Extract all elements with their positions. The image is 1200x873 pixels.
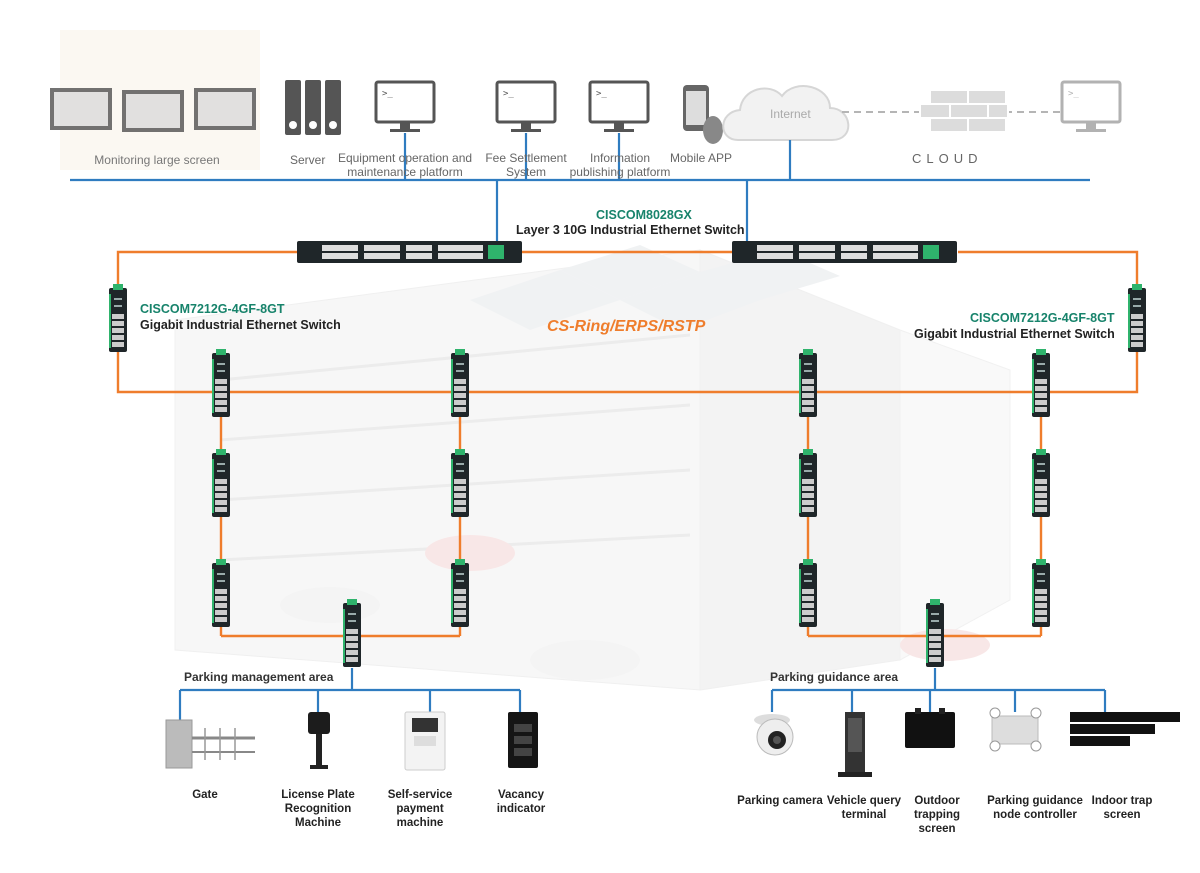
ring-switch-right-model: CISCOM7212G-4GF-8GT	[970, 311, 1115, 325]
core-switch-right	[732, 241, 957, 263]
info-platform-monitor-icon	[588, 80, 650, 134]
din-switch-l1	[212, 349, 230, 417]
din-switch-m2	[451, 449, 469, 517]
node-controller-label-line2: node controller	[993, 809, 1077, 821]
core-switch-title: CISCOM8028GX	[596, 207, 692, 223]
din-switch-l2	[212, 449, 230, 517]
lpr-label-line3: Machine	[294, 817, 342, 829]
monitoring-room-icon	[50, 88, 256, 132]
parking-camera-label: Parking camera	[737, 795, 823, 807]
payment-label-line3: machine	[396, 817, 444, 829]
management-area-bus	[178, 668, 522, 720]
server-icon	[285, 80, 341, 135]
self-service-payment-machine-icon	[404, 711, 446, 771]
outdoor-screen-label-line3: screen	[918, 823, 956, 835]
ring-switch-right-title: CISCOM7212G-4GF-8GT	[970, 310, 1114, 326]
ops-platform-label-line2: maintenance platform	[347, 165, 463, 179]
din-switch-r1	[799, 349, 817, 417]
mobile-app-label: Mobile APP	[669, 151, 733, 165]
core-switch-desc-wrap: Layer 3 10G Industrial Ethernet Switch	[516, 222, 745, 238]
ring-switch-right-din	[1128, 284, 1146, 352]
server-label: Server	[290, 153, 326, 167]
monitoring-screen-label: Monitoring large screen	[94, 153, 220, 167]
node-controller-label-line1: Parking guidance	[987, 795, 1083, 807]
ring-protocol-label: CS-Ring/ERPS/RSTP	[547, 318, 706, 335]
mobile-phone-icon	[683, 85, 723, 144]
fee-system-label-line1: Fee Settlement	[485, 151, 567, 165]
ops-platform-label-line1: Equipment operation and	[337, 151, 473, 165]
guidance-area-bus	[770, 668, 1107, 712]
core-switch-left	[297, 241, 522, 263]
din-switch-r2	[799, 449, 817, 517]
indoor-trap-screen-icon	[1070, 712, 1180, 746]
ring-switch-left-title: CISCOM7212G-4GF-8GT Gigabit Industrial E…	[140, 301, 341, 333]
license-plate-recognition-icon	[308, 712, 330, 769]
din-switch-l3	[212, 559, 230, 627]
gate-label: Gate	[192, 789, 218, 801]
remote-monitor-icon	[1060, 80, 1122, 134]
din-switch-m1	[451, 349, 469, 417]
lpr-label-line2: Recognition	[284, 803, 352, 815]
guidance-area-title: Parking guidance area	[770, 670, 899, 684]
info-platform-label-line2: publishing platform	[569, 165, 671, 179]
parking-guidance-node-controller-icon	[989, 707, 1042, 752]
lpr-label-line1: License Plate	[281, 789, 355, 801]
top-ethernet-bus	[70, 133, 1090, 242]
payment-label-line2: payment	[396, 803, 444, 815]
parking-camera-icon	[754, 714, 794, 756]
ops-platform-monitor-icon	[374, 80, 436, 134]
outdoor-screen-label-line1: Outdoor	[914, 795, 960, 807]
outdoor-trapping-screen-icon	[905, 708, 955, 748]
fee-system-monitor-icon	[495, 80, 557, 134]
ring-switch-left-model: CISCOM7212G-4GF-8GT	[140, 302, 285, 316]
indoor-trap-label-line1: Indoor trap	[1091, 795, 1153, 807]
core-switch-desc: Layer 3 10G Industrial Ethernet Switch	[516, 223, 745, 237]
internet-cloud-icon	[722, 85, 850, 141]
cloud-label: CLOUD	[912, 151, 983, 166]
din-switch-rr3	[1032, 559, 1050, 627]
internet-label: Internet	[770, 107, 811, 121]
payment-label-line1: Self-service	[387, 789, 453, 801]
indoor-trap-label-line2: screen	[1103, 809, 1141, 821]
ring-switch-left-din	[109, 284, 127, 352]
ring-switch-right-desc-wrap: Gigabit Industrial Ethernet Switch	[914, 326, 1115, 342]
fee-system-label-line2: System	[505, 165, 547, 179]
ring-switch-left-desc: Gigabit Industrial Ethernet Switch	[140, 318, 341, 332]
vacancy-label-line1: Vacancy	[497, 789, 545, 801]
din-switch-rr2	[1032, 449, 1050, 517]
query-terminal-label-line2: terminal	[841, 809, 887, 821]
ring-switch-right-desc: Gigabit Industrial Ethernet Switch	[914, 327, 1115, 341]
query-terminal-label-line1: Vehicle query	[826, 795, 902, 807]
outdoor-screen-label-line2: trapping	[914, 809, 960, 821]
din-switch-r3	[799, 559, 817, 627]
core-switch-model: CISCOM8028GX	[596, 208, 692, 222]
din-switch-rr1	[1032, 349, 1050, 417]
vacancy-label-line2: indicator	[496, 803, 546, 815]
din-switch-m3	[451, 559, 469, 627]
gate-icon	[165, 719, 255, 769]
firewall-icon	[919, 89, 1009, 133]
vacancy-indicator-icon	[508, 712, 538, 768]
din-switch-mgmt	[343, 599, 361, 667]
vehicle-query-terminal-icon	[838, 712, 872, 777]
management-area-title: Parking management area	[184, 670, 334, 684]
info-platform-label-line1: Information	[589, 151, 651, 165]
din-switch-guidance	[926, 599, 944, 667]
